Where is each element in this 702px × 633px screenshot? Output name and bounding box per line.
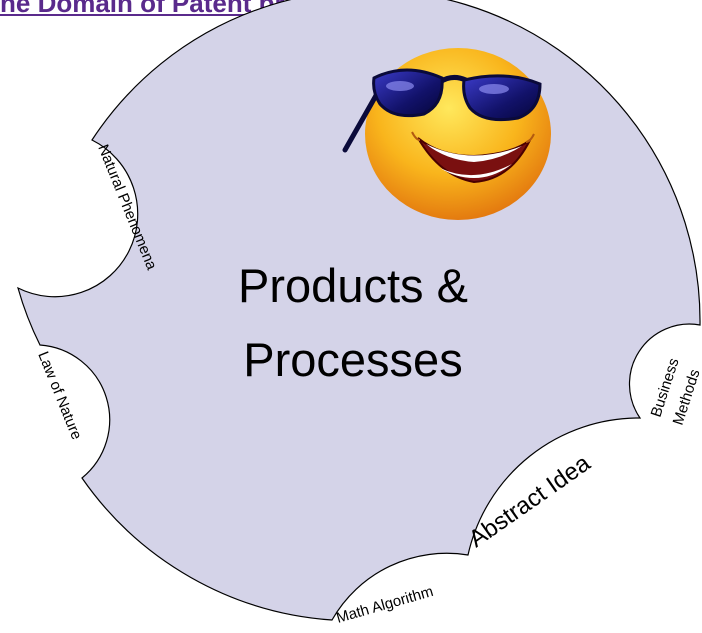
center-label-line2: Processes <box>243 333 462 386</box>
law-of-nature-label: Law of Nature <box>34 349 85 442</box>
smiling-sun-with-sunglasses-icon <box>342 48 551 220</box>
center-label-line1: Products & <box>238 259 468 312</box>
